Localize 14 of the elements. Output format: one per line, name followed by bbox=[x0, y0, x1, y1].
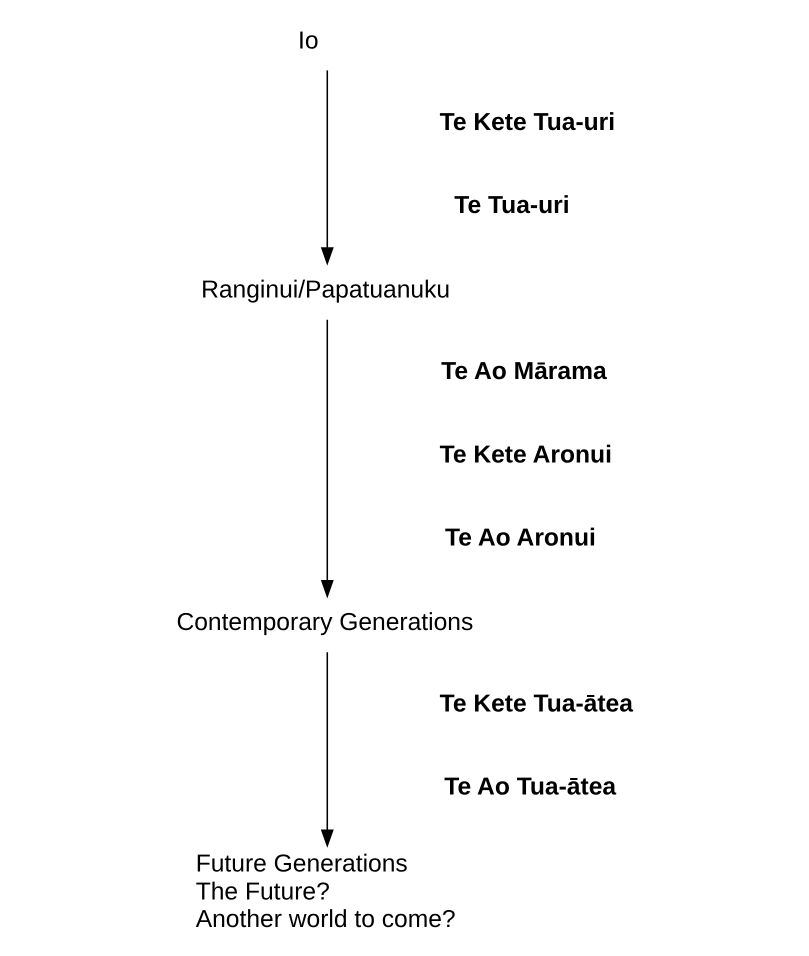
label: Te Kete Aronui bbox=[439, 441, 612, 468]
node-text: Ranginui/Papatuanuku bbox=[200, 276, 450, 304]
label: Te Kete Tua-ātea bbox=[439, 690, 632, 718]
label: Te Ao Mārama bbox=[440, 358, 606, 386]
node-text: Contemporary Generations bbox=[176, 609, 473, 636]
arrow bbox=[320, 70, 334, 266]
arrow bbox=[320, 320, 334, 598]
node-text: Future Generations The Future? Another world to come? bbox=[195, 850, 456, 934]
arrow bbox=[320, 652, 334, 848]
node-text: Io bbox=[298, 27, 318, 54]
label: Te Ao Aronui bbox=[444, 524, 596, 552]
label: Te Tua-uri bbox=[454, 192, 570, 219]
label: Te Kete Tua-uri bbox=[439, 108, 615, 136]
label: Te Ao Tua-ātea bbox=[444, 774, 616, 801]
